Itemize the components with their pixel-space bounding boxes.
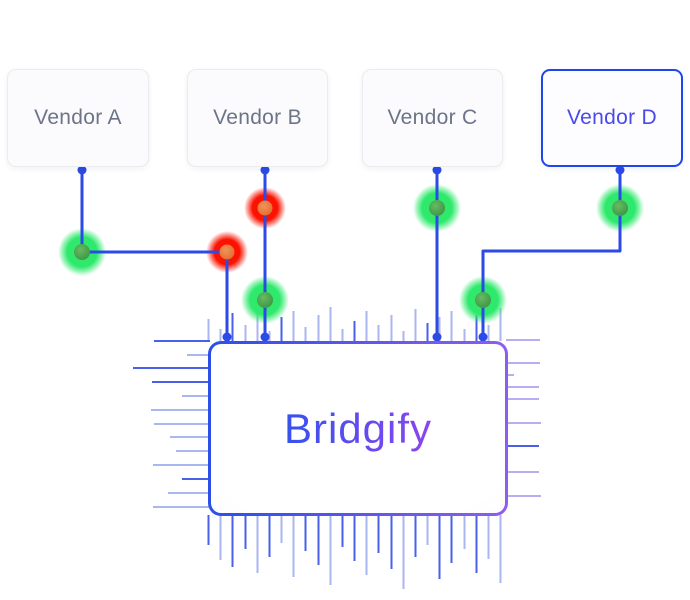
status-dot-red-halo xyxy=(244,187,286,229)
chip-body: Bridgify xyxy=(211,344,505,513)
chip-node: Bridgify xyxy=(208,341,508,516)
vendor-node-b: Vendor B xyxy=(187,69,328,167)
status-dot-green-halo xyxy=(459,276,507,324)
status-dot-red-core xyxy=(257,200,273,216)
vendor-node-a: Vendor A xyxy=(7,69,149,167)
status-dot-green-halo xyxy=(58,228,106,276)
status-dot-red-halo xyxy=(206,231,248,273)
status-dot-green-halo xyxy=(413,184,461,232)
vendor-label-a: Vendor A xyxy=(34,106,122,129)
status-dot-green-halo xyxy=(241,276,289,324)
vendor-node-d: Vendor D xyxy=(541,69,683,167)
status-dot-green-core xyxy=(429,200,445,216)
status-dot-green-core xyxy=(612,200,628,216)
chip-label: Bridgify xyxy=(283,404,433,452)
status-dot-green-core xyxy=(74,244,90,260)
vendor-label-c: Vendor C xyxy=(387,106,478,129)
vendor-label-b: Vendor B xyxy=(213,106,302,129)
status-dot-green-core xyxy=(257,292,273,308)
connector-line xyxy=(80,166,229,341)
status-dot-green-core xyxy=(475,292,491,308)
vendor-node-c: Vendor C xyxy=(362,69,503,167)
connector-line xyxy=(481,166,622,341)
vendor-label-d: Vendor D xyxy=(567,106,657,129)
status-dot-red-core xyxy=(219,244,235,260)
status-dot-green-halo xyxy=(596,184,644,232)
